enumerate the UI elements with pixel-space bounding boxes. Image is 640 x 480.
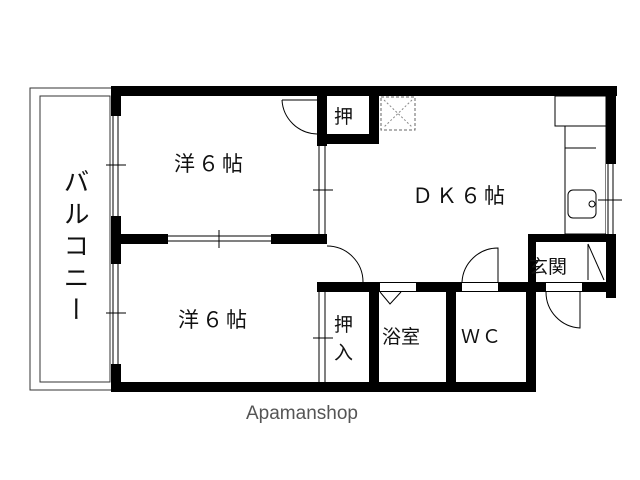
balcony-label: バルコニー [59,168,89,328]
brand-watermark: Apamanshop [246,403,358,424]
closet-2-label-line2: 入 [334,342,354,364]
western-room-2-label: 洋６帖 [178,308,250,332]
toilet-label: ＷＣ [461,326,504,348]
western-room-1-label: 洋６帖 [174,152,246,176]
wall-bottom [111,382,535,392]
wall-top [111,86,617,96]
entrance-label: 玄関 [529,256,568,278]
closet-2-label-line1: 押 [334,314,354,336]
bathroom-label: 浴室 [382,326,421,348]
closet-1-label: 押 [334,106,354,128]
dining-kitchen-label: ＤＫ６帖 [412,184,508,208]
